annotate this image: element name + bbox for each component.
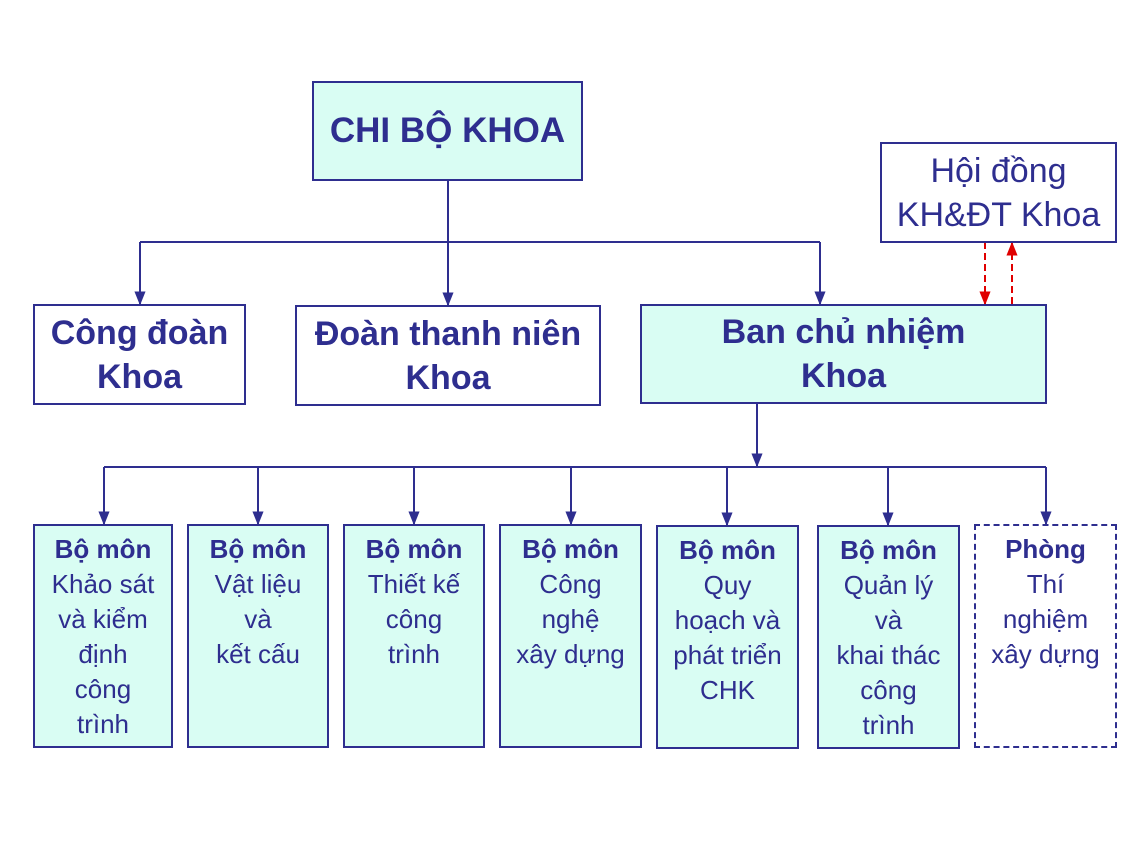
unit-design: Bộ môn Thiết kế công trình	[343, 524, 485, 748]
unit-line: Thí	[1026, 569, 1065, 599]
unit-line: định	[78, 639, 128, 669]
council-node: Hội đồng KH&ĐT Khoa	[880, 142, 1117, 243]
unit-line: xây dựng	[991, 639, 1100, 669]
unit-line: xây dựng	[516, 639, 625, 669]
root-label: CHI BỘ KHOA	[329, 111, 566, 150]
council-line-1: Hội đồng	[930, 151, 1067, 190]
unit-line: và kiểm	[58, 604, 148, 634]
unit-line: công	[860, 675, 917, 705]
unit-line: Khảo sát	[51, 569, 155, 599]
unit-materials-structures: Bộ môn Vật liệu và kết cấu	[187, 524, 329, 748]
unit-head: Bộ môn	[209, 534, 307, 564]
unit-line: phát triển	[673, 640, 782, 670]
unit-head: Phòng	[1005, 534, 1086, 564]
union-line-2: Khoa	[97, 357, 182, 396]
unit-line: và	[874, 605, 903, 635]
unit-line: trình	[862, 710, 915, 740]
unit-line: Quản lý	[843, 570, 934, 600]
unit-line: Vật liệu	[214, 569, 302, 599]
union-line-1: Công đoàn	[50, 313, 229, 352]
union-node: Công đoàn Khoa	[33, 304, 246, 405]
unit-head: Bộ môn	[840, 535, 937, 565]
unit-airport-planning: Bộ môn Quy hoạch và phát triển CHK	[656, 525, 799, 749]
youth-node: Đoàn thanh niên Khoa	[295, 305, 601, 406]
unit-line: công	[74, 674, 132, 704]
unit-survey-inspection: Bộ môn Khảo sát và kiểm định công trình	[33, 524, 173, 748]
unit-line: nghiệm	[1002, 604, 1089, 634]
unit-line: CHK	[700, 675, 755, 705]
unit-line: trình	[76, 709, 130, 739]
council-line-2: KH&ĐT Khoa	[896, 195, 1101, 234]
youth-line-1: Đoàn thanh niên	[314, 314, 582, 353]
unit-line: hoạch và	[674, 605, 781, 635]
root-node: CHI BỘ KHOA	[312, 81, 583, 181]
unit-line: nghệ	[541, 604, 600, 634]
unit-head: Bộ môn	[522, 534, 619, 564]
unit-line: và	[244, 604, 272, 634]
unit-head: Bộ môn	[365, 534, 463, 564]
unit-line: Công	[539, 569, 602, 599]
unit-line: công	[385, 604, 443, 634]
unit-line: Thiết kế	[367, 569, 461, 599]
unit-head: Bộ môn	[679, 535, 776, 565]
board-line-2: Khoa	[801, 357, 886, 395]
youth-line-2: Khoa	[405, 358, 491, 397]
unit-construction-technology: Bộ môn Công nghệ xây dựng	[499, 524, 642, 748]
unit-line: kết cấu	[216, 639, 300, 669]
board-line-1: Ban chủ nhiệm	[721, 313, 966, 351]
unit-management-operation: Bộ môn Quản lý và khai thác công trình	[817, 525, 960, 749]
unit-testing-lab: Phòng Thí nghiệm xây dựng	[974, 524, 1117, 748]
unit-line: trình	[387, 639, 441, 669]
unit-line: Quy	[703, 570, 752, 600]
board-node: Ban chủ nhiệm Khoa	[640, 304, 1047, 404]
unit-line: khai thác	[836, 640, 941, 670]
unit-head: Bộ môn	[54, 534, 152, 564]
